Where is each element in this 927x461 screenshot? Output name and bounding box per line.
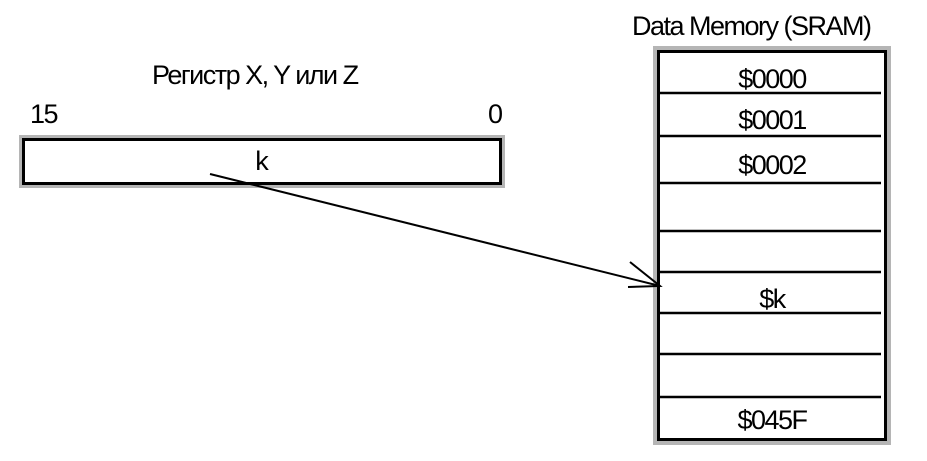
memory-cell-8: $045F bbox=[737, 405, 808, 435]
bit-index-low: 0 bbox=[488, 99, 503, 129]
memory-title: Data Memory (SRAM) bbox=[632, 11, 872, 41]
memory-cell-2: $0002 bbox=[738, 150, 807, 180]
memory-cell-0: $0000 bbox=[738, 64, 807, 94]
register-box: k bbox=[19, 135, 505, 188]
register-value: k bbox=[255, 146, 269, 176]
pointer-arrow-head bbox=[627, 261, 663, 288]
memory-block: $0000 $0001 $0002 $k $045F bbox=[653, 46, 891, 445]
memory-cell-1: $0001 bbox=[738, 105, 807, 135]
bit-index-high: 15 bbox=[30, 99, 59, 129]
register-title: Регистр X, Y или Z bbox=[152, 60, 359, 90]
memory-cell-5: $k bbox=[759, 284, 786, 314]
pointer-arrow-line bbox=[209, 173, 661, 287]
memory-dividers bbox=[660, 91, 881, 399]
